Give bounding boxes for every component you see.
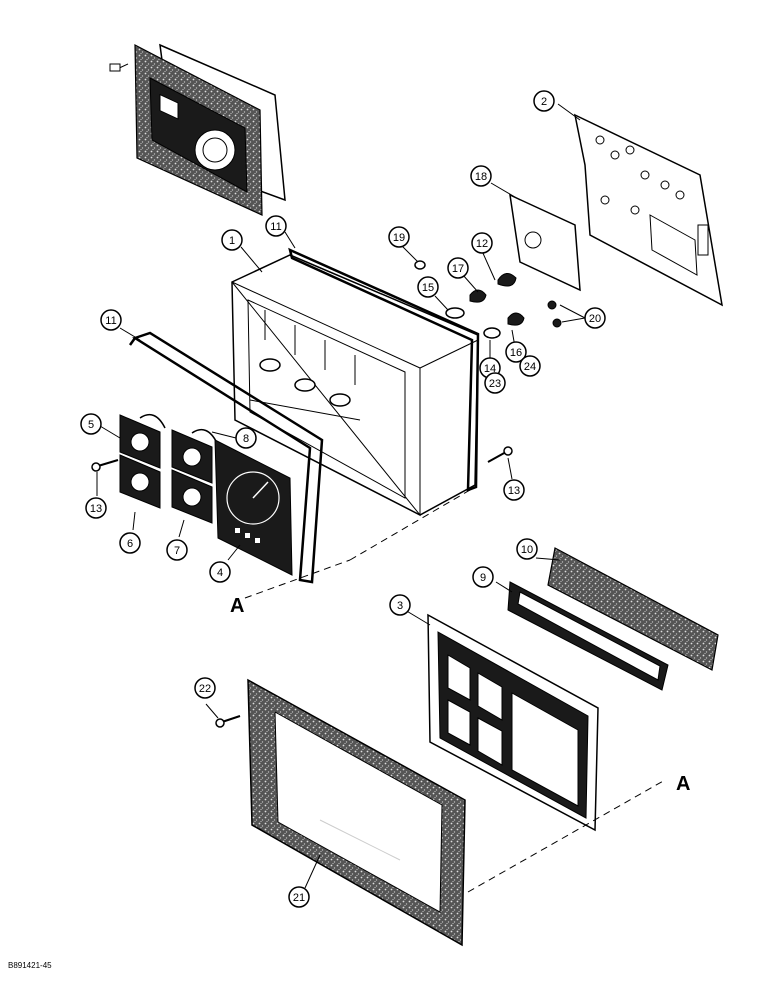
svg-text:22: 22 [199,683,211,695]
svg-text:13: 13 [508,485,520,497]
rear-gasket [288,247,480,492]
callout-5: 5 [80,413,102,435]
callout-1: 1 [221,229,243,251]
back-plate [573,113,723,307]
callouts: 1 2 3 4 5 6 7 8 9 10 11 11 12 13 13 14 1… [80,90,606,908]
front-lens-frame [247,678,466,947]
callout-16: 16 [505,341,527,363]
svg-text:18: 18 [475,171,487,183]
small-gauges [119,413,218,524]
circuit-plate [509,193,581,292]
callout-11-rear: 11 [265,215,287,237]
section-marker-a-right: A [676,773,690,795]
bulb-and-socket-parts [414,260,562,339]
callout-15: 15 [417,276,439,298]
svg-text:13: 13 [90,503,102,515]
front-gasket [132,331,324,584]
svg-text:7: 7 [174,545,180,557]
svg-text:23: 23 [489,378,501,390]
svg-text:11: 11 [270,221,281,233]
callout-11-front: 11 [100,309,122,331]
alignment-line-a-right [467,779,666,893]
callout-2: 2 [533,90,555,112]
callout-7: 7 [166,539,188,561]
svg-text:10: 10 [521,544,533,556]
callout-6: 6 [119,532,141,554]
svg-text:3: 3 [397,600,403,612]
svg-text:15: 15 [422,282,434,294]
svg-text:24: 24 [524,361,536,373]
callout-12: 12 [471,232,493,254]
callout-8: 8 [235,427,257,449]
callout-23: 23 [484,372,506,394]
indicator-panel [507,581,669,691]
callout-22: 22 [194,677,216,699]
reference-code: B891421-45 [8,961,52,970]
callout-20: 20 [584,307,606,329]
callout-19: 19 [388,226,410,248]
callout-4: 4 [209,561,231,583]
screws [91,446,513,728]
svg-text:2: 2 [541,96,547,108]
svg-text:19: 19 [393,232,405,244]
svg-text:20: 20 [589,313,601,325]
svg-text:4: 4 [217,567,223,579]
svg-text:12: 12 [476,238,488,250]
callout-3: 3 [389,594,411,616]
svg-text:14: 14 [484,363,496,375]
assembled-instrument-cluster [109,43,286,216]
section-marker-a-left: A [230,595,244,617]
svg-text:1: 1 [229,235,235,247]
svg-text:17: 17 [452,263,464,275]
tachometer-gauge [214,439,293,576]
svg-text:16: 16 [510,347,522,359]
svg-text:11: 11 [105,315,116,327]
callout-24: 24 [519,355,541,377]
svg-text:21: 21 [293,892,305,904]
callout-21: 21 [288,886,310,908]
bezel-frame [427,613,599,832]
svg-text:8: 8 [243,433,249,445]
callout-13-left: 13 [85,497,107,519]
svg-text:5: 5 [88,419,94,431]
svg-text:9: 9 [480,572,486,584]
callout-9: 9 [472,566,494,588]
callout-13-right: 13 [503,479,525,501]
callout-10: 10 [516,538,538,560]
trim-strip [547,547,719,671]
alignment-line-a-left [244,559,351,599]
svg-text:6: 6 [127,538,133,550]
callout-18: 18 [470,165,492,187]
callout-17: 17 [447,257,469,279]
